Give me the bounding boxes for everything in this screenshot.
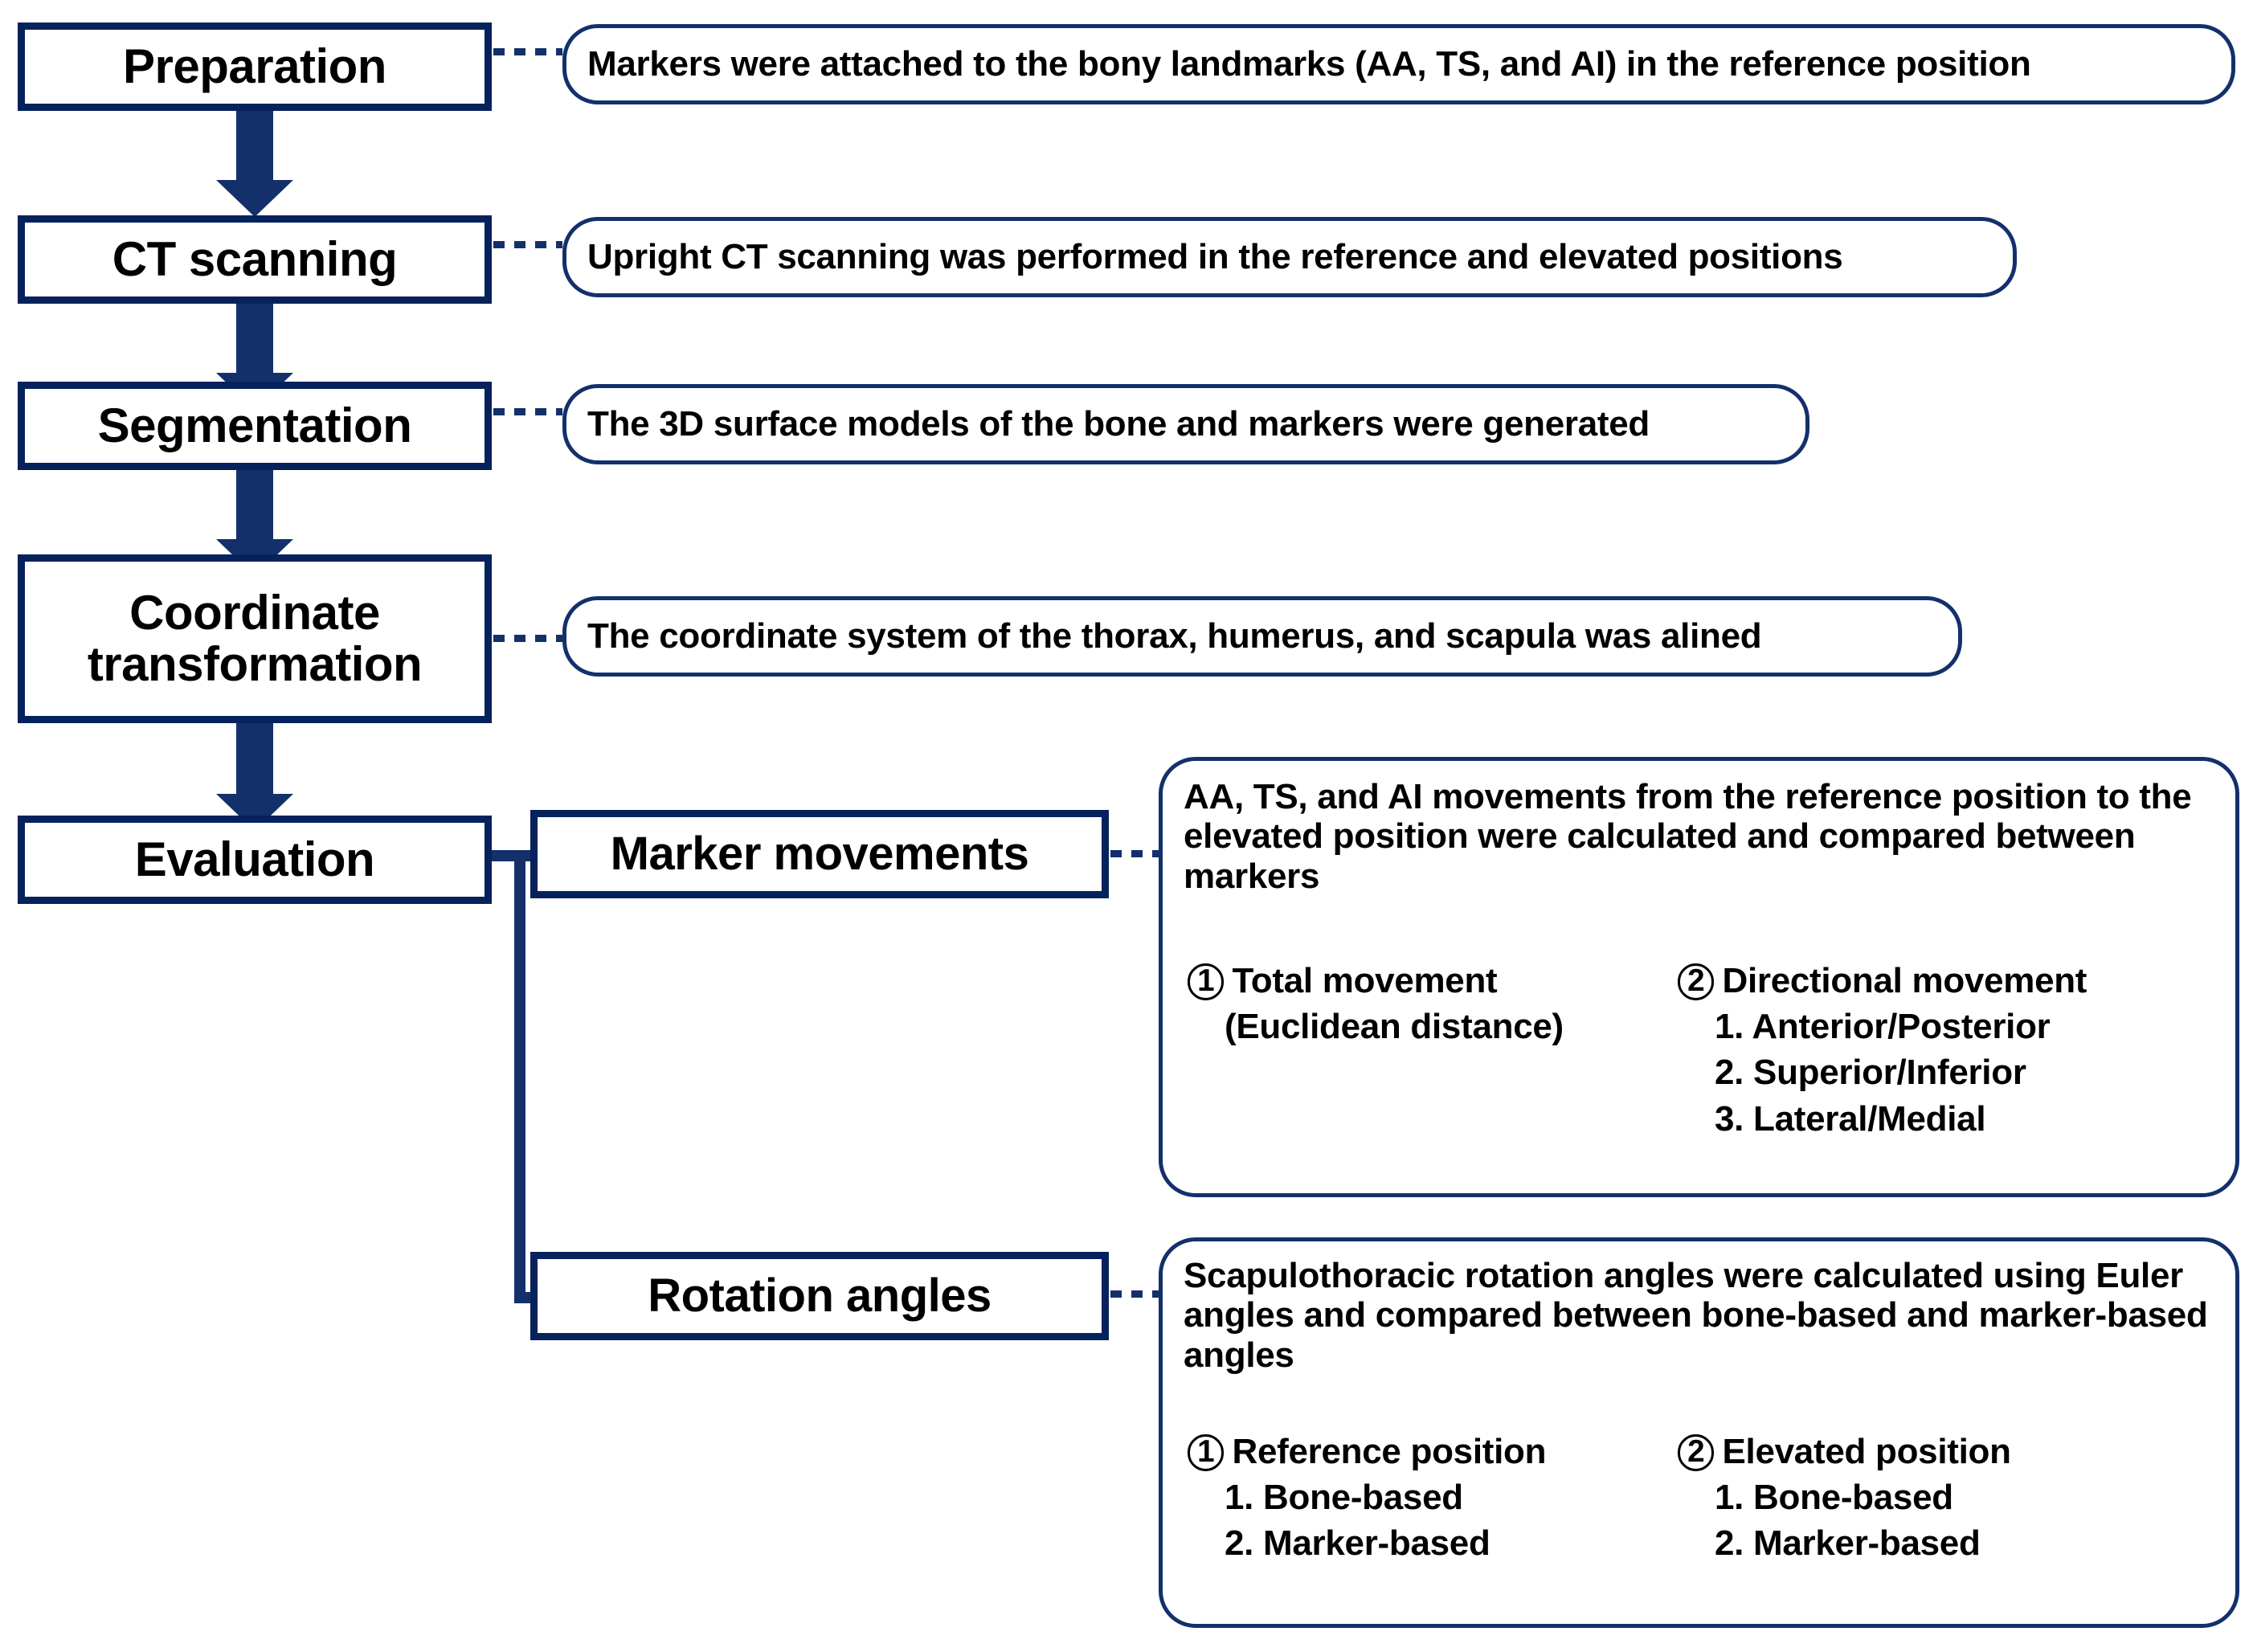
detail-bubble-rotation-angles: Scapulothoracic rotation angles were cal… bbox=[1159, 1237, 2239, 1628]
stage-box-evaluation[interactable]: Evaluation bbox=[18, 816, 492, 904]
marker-movements-col2-item-1: 2. Superior/Inferior bbox=[1715, 1053, 2026, 1093]
stage-box-segmentation[interactable]: Segmentation bbox=[18, 382, 492, 470]
detail-paragraph-rotation-angles: Scapulothoracic rotation angles were cal… bbox=[1184, 1256, 2208, 1375]
rotation-angles-col2-item-0: 1. Bone-based bbox=[1715, 1478, 1953, 1518]
stage-label-segmentation: Segmentation bbox=[97, 399, 412, 453]
marker-movements-col1-item-0: (Euclidean distance) bbox=[1225, 1007, 1564, 1047]
number-circle-1-icon: 1 bbox=[1188, 1434, 1225, 1471]
leader-marker-movements bbox=[1110, 850, 1159, 857]
marker-movements-col2-heading-text: Directional movement bbox=[1722, 961, 2087, 1000]
stage-label-coordinate-transformation: Coordinate transformation bbox=[87, 586, 423, 691]
branch-box-rotation-angles[interactable]: Rotation angles bbox=[530, 1252, 1109, 1340]
marker-movements-col2-item-0: 1. Anterior/Posterior bbox=[1715, 1007, 2051, 1047]
branch-label-marker-movements: Marker movements bbox=[610, 828, 1029, 881]
arrow-coordinate-to-evaluation bbox=[215, 723, 295, 832]
stage-label-preparation: Preparation bbox=[123, 39, 386, 94]
arrow-preparation-to-ct bbox=[215, 111, 295, 217]
number-circle-2-icon: 2 bbox=[1678, 963, 1715, 1000]
callout-text-coordinate-transformation: The coordinate system of the thorax, hum… bbox=[587, 616, 1762, 656]
number-circle-2-icon: 2 bbox=[1678, 1434, 1715, 1471]
connector-evaluation-vertical bbox=[514, 850, 525, 1303]
rotation-angles-col2-heading-text: Elevated position bbox=[1722, 1432, 2011, 1471]
callout-ct-scanning: Upright CT scanning was performed in the… bbox=[562, 217, 2017, 297]
detail-paragraph-marker-movements: AA, TS, and AI movements from the refere… bbox=[1184, 777, 2192, 896]
leader-coordinate-transformation bbox=[493, 635, 562, 642]
stage-box-coordinate-transformation[interactable]: Coordinate transformation bbox=[18, 554, 492, 723]
callout-text-preparation: Markers were attached to the bony landma… bbox=[587, 44, 2031, 84]
branch-label-rotation-angles: Rotation angles bbox=[648, 1270, 992, 1323]
marker-movements-col1-heading-text: Total movement bbox=[1232, 961, 1498, 1000]
rotation-angles-col1-heading-text: Reference position bbox=[1232, 1432, 1547, 1471]
rotation-angles-col1-item-1: 2. Marker-based bbox=[1225, 1523, 1490, 1564]
leader-segmentation bbox=[493, 408, 562, 415]
callout-coordinate-transformation: The coordinate system of the thorax, hum… bbox=[562, 596, 1962, 677]
stage-box-ct-scanning[interactable]: CT scanning bbox=[18, 215, 492, 304]
leader-rotation-angles bbox=[1110, 1290, 1159, 1298]
branch-box-marker-movements[interactable]: Marker movements bbox=[530, 810, 1109, 898]
callout-preparation: Markers were attached to the bony landma… bbox=[562, 24, 2235, 104]
stage-label-ct-scanning: CT scanning bbox=[112, 232, 398, 287]
leader-preparation bbox=[493, 48, 562, 55]
rotation-angles-col1-item-0: 1. Bone-based bbox=[1225, 1478, 1463, 1518]
callout-segmentation: The 3D surface models of the bone and ma… bbox=[562, 384, 1809, 464]
stage-box-preparation[interactable]: Preparation bbox=[18, 22, 492, 111]
callout-text-segmentation: The 3D surface models of the bone and ma… bbox=[587, 404, 1650, 444]
marker-movements-col2-item-2: 3. Lateral/Medial bbox=[1715, 1098, 1986, 1139]
rotation-angles-col2-item-1: 2. Marker-based bbox=[1715, 1523, 1981, 1564]
leader-ct-scanning bbox=[493, 241, 562, 248]
number-circle-1-icon: 1 bbox=[1188, 963, 1225, 1000]
callout-text-ct-scanning: Upright CT scanning was performed in the… bbox=[587, 237, 1843, 277]
stage-label-evaluation: Evaluation bbox=[134, 832, 375, 887]
